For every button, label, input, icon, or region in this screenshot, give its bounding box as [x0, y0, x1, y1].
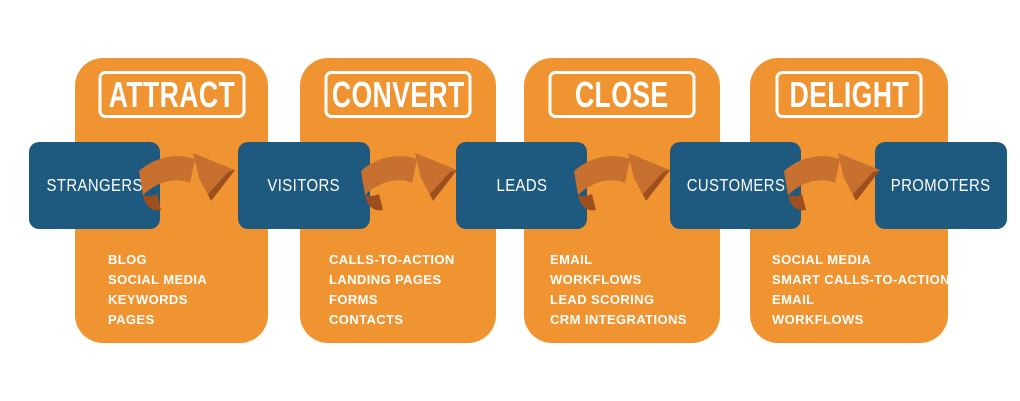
tool-item: KEYWORDS: [108, 292, 188, 307]
stage-title-attract: ATTRACT: [108, 73, 235, 115]
tool-list-delight: SOCIAL MEDIA SMART CALLS-TO-ACTION EMAIL…: [750, 250, 950, 330]
tool-list-close: EMAIL WORKFLOWS LEAD SCORING CRM INTEGRA…: [524, 250, 714, 330]
audience-label-strangers: STRANGERS: [46, 175, 143, 195]
flow-arrow-leads-to-customers: [573, 149, 673, 215]
stage-title-convert: CONVERT: [331, 73, 465, 115]
audience-label-leads: LEADS: [496, 175, 547, 195]
tool-item: SOCIAL MEDIA: [108, 272, 208, 287]
tool-list-convert: CALLS-TO-ACTION LANDING PAGES FORMS CONT…: [300, 250, 490, 330]
stage-title-box-delight: DELIGHT: [775, 71, 923, 118]
tool-item: SOCIAL MEDIA: [772, 252, 872, 267]
audience-box-promoters: PROMOTERS: [875, 142, 1007, 229]
tool-item: CRM INTEGRATIONS: [550, 312, 687, 327]
audience-label-promoters: PROMOTERS: [891, 175, 991, 195]
tool-list-attract: BLOG SOCIAL MEDIA KEYWORDS PAGES: [75, 250, 262, 330]
stage-title-box-convert: CONVERT: [324, 71, 472, 118]
tool-item: LANDING PAGES: [329, 272, 442, 287]
tool-item: WORKFLOWS: [772, 312, 864, 327]
tool-item: EMAIL: [550, 252, 593, 267]
stage-title-box-attract: ATTRACT: [98, 71, 245, 118]
tool-item: PAGES: [108, 312, 155, 327]
tool-item: FORMS: [329, 292, 378, 307]
audience-box-strangers: STRANGERS: [29, 142, 160, 229]
curved-arrow-icon: [784, 153, 880, 211]
tool-item: CALLS-TO-ACTION: [329, 252, 455, 267]
audience-label-customers: CUSTOMERS: [686, 175, 785, 195]
tool-item: BLOG: [108, 252, 148, 267]
curved-arrow-icon: [139, 153, 235, 211]
flow-arrow-customers-to-promoters: [783, 149, 883, 215]
flow-arrow-visitors-to-leads: [360, 149, 460, 215]
stage-title-delight: DELIGHT: [789, 73, 909, 115]
audience-box-visitors: VISITORS: [238, 142, 370, 229]
stage-title-box-close: CLOSE: [548, 71, 696, 118]
tool-item: EMAIL: [772, 292, 815, 307]
audience-label-visitors: VISITORS: [267, 175, 341, 195]
tool-item: SMART CALLS-TO-ACTION: [772, 272, 950, 287]
audience-box-customers: CUSTOMERS: [670, 142, 801, 229]
flow-arrow-strangers-to-visitors: [138, 149, 238, 215]
tool-item: WORKFLOWS: [550, 272, 642, 287]
audience-box-leads: LEADS: [456, 142, 587, 229]
curved-arrow-icon: [361, 153, 457, 211]
tool-item: LEAD SCORING: [550, 292, 655, 307]
tool-item: CONTACTS: [329, 312, 404, 327]
curved-arrow-icon: [574, 153, 670, 211]
stage-title-close: CLOSE: [575, 73, 669, 115]
